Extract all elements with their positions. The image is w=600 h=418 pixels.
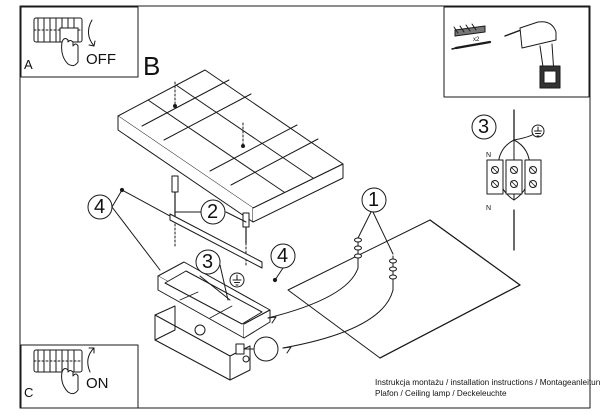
dowel-quantity: x2 xyxy=(473,37,480,43)
callout-3-wiring: 3 xyxy=(478,116,490,138)
panel-a xyxy=(20,6,139,78)
switch-off-icon xyxy=(33,17,96,67)
callout-3-main: 3 xyxy=(202,251,214,273)
footer-line-2: Plafon / Ceiling lamp / Deckeleuchte xyxy=(375,389,507,398)
callout-3-main-circle xyxy=(195,249,221,275)
mounting-bracket xyxy=(119,187,278,283)
callout-4-right-circle xyxy=(270,243,296,269)
callout-4-left-circle xyxy=(87,194,113,220)
panel-a-letter: A xyxy=(24,57,33,72)
wiring-n-top: N xyxy=(486,152,492,159)
callout-2: 2 xyxy=(207,201,219,223)
panel-c-letter: C xyxy=(24,385,34,400)
step-letter: B xyxy=(143,51,161,81)
panel-c-state: ON xyxy=(86,375,109,392)
callout-2-circle xyxy=(200,199,226,225)
switch-on-icon xyxy=(33,347,95,395)
drill-icon xyxy=(504,21,561,89)
leader-lines xyxy=(111,189,394,301)
callout-1: 1 xyxy=(368,189,380,211)
callout-4-left: 4 xyxy=(94,196,106,218)
ceiling-block xyxy=(117,69,344,223)
panel-tools xyxy=(443,6,590,98)
callout-3-wiring-circle xyxy=(471,114,497,140)
wiring-n-bottom: N xyxy=(486,205,492,212)
panel-c xyxy=(20,344,139,409)
screw-left xyxy=(171,175,179,247)
dowel-icon xyxy=(451,23,492,50)
panel-a-state: OFF xyxy=(86,51,116,68)
callout-1-circle xyxy=(361,187,387,213)
footer-line-1: Instrukcja montażu / installation instru… xyxy=(375,378,600,387)
outer-frame xyxy=(19,5,591,409)
ceiling-plate xyxy=(267,219,521,359)
callout-4-right: 4 xyxy=(277,245,289,267)
wiring-detail xyxy=(486,109,545,251)
ground-symbol-icon xyxy=(229,272,245,288)
lamp-housing xyxy=(154,261,279,381)
